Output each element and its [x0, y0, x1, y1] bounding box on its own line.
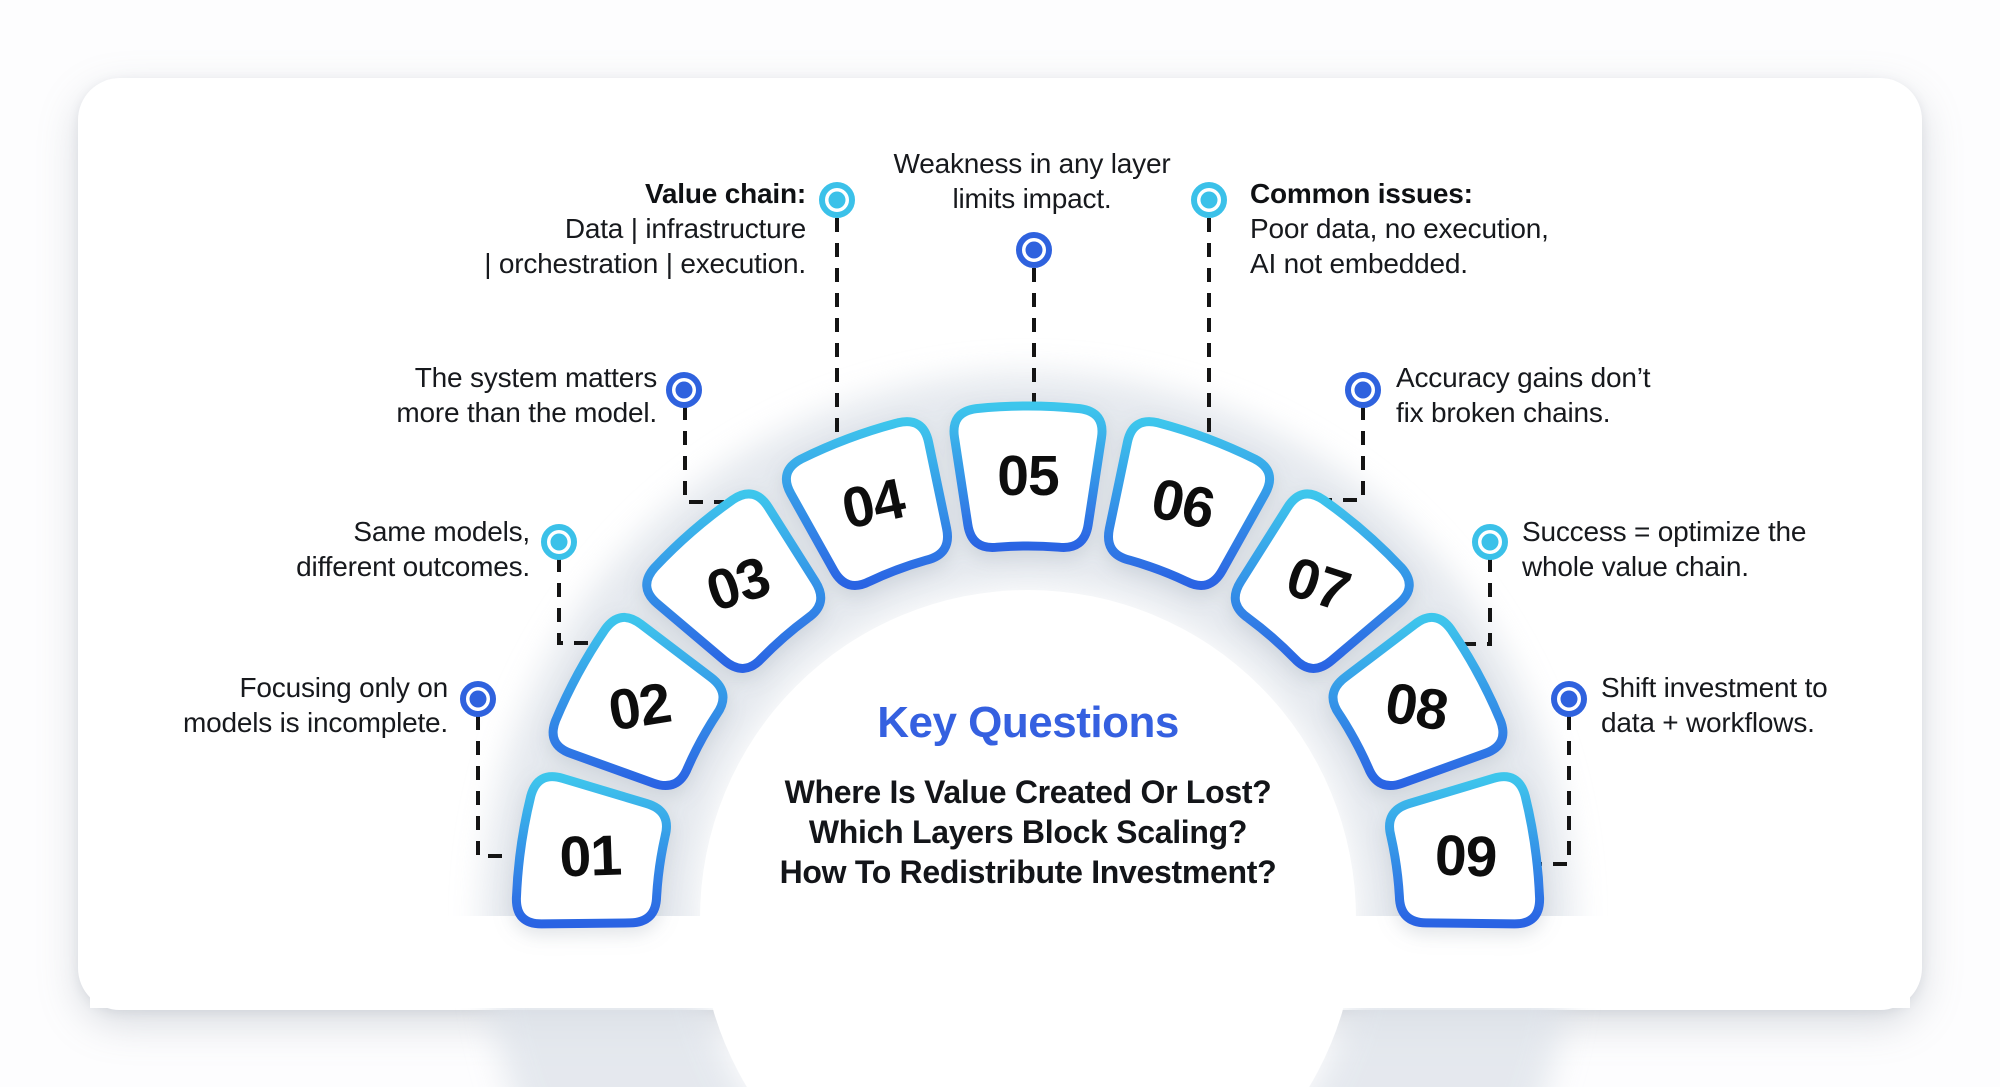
note-01-line2: models is incomplete. — [182, 707, 448, 738]
connector-08 — [1454, 558, 1492, 646]
note-05: Weakness in any layer limits impact. — [782, 146, 1282, 216]
step-number-02: 02 — [604, 671, 675, 744]
note-06-line2: AI not embedded. — [1250, 248, 1468, 279]
step-number-08: 08 — [1381, 671, 1452, 744]
note-09-line1: Shift investment to — [1601, 672, 1828, 703]
center-title: Key Questions — [877, 698, 1179, 747]
step-number-06: 06 — [1146, 466, 1219, 541]
center-question-2: Which Layers Block Scaling? — [808, 814, 1248, 850]
step-box-01 — [511, 772, 671, 929]
note-05-line2: limits impact. — [952, 183, 1112, 214]
note-02-line1: Same models, — [353, 516, 530, 547]
note-08-line2: whole value chain. — [1522, 551, 1749, 582]
step-number-09: 09 — [1434, 823, 1498, 889]
step-box-06 — [1104, 417, 1275, 590]
note-07-line2: fix broken chains. — [1396, 397, 1611, 428]
note-dot-03 — [666, 372, 702, 408]
note-07-line1: Accuracy gains don’t — [1396, 362, 1651, 393]
note-01-line1: Focusing only on — [239, 672, 449, 703]
note-09-line2: data + workflows. — [1601, 707, 1815, 738]
step-box-08 — [1328, 613, 1508, 791]
center-dome — [700, 590, 1356, 1087]
note-dots — [460, 182, 1587, 717]
note-dot-04 — [819, 182, 855, 218]
note-03: The system matters more than the model. — [396, 360, 657, 430]
center-question-3: How To Redistribute Investment? — [779, 854, 1277, 890]
note-05-line1: Weakness in any layer — [893, 148, 1171, 179]
note-06-bold: Common issues: — [1250, 178, 1473, 209]
note-04-line2: | orchestration | execution. — [484, 248, 806, 279]
note-09: Shift investment to data + workflows. — [1601, 670, 1828, 740]
connector-07 — [1318, 406, 1365, 502]
note-02-line2: different outcomes. — [296, 551, 530, 582]
note-04: Value chain: Data | infrastructure | orc… — [484, 176, 806, 281]
step-box-07 — [1230, 489, 1414, 673]
note-06-line1: Poor data, no execution, — [1250, 213, 1549, 244]
step-box-09 — [1385, 772, 1545, 929]
note-04-line1: Data | infrastructure — [564, 213, 806, 244]
center-question-1: Where Is Value Created Or Lost? — [784, 774, 1272, 810]
note-08-line1: Success = optimize the — [1522, 516, 1807, 547]
note-02: Same models, different outcomes. — [296, 514, 530, 584]
note-dot-08 — [1472, 524, 1508, 560]
center-panel: Key Questions Where Is Value Created Or … — [678, 698, 1378, 892]
step-box-03 — [642, 489, 826, 673]
note-dot-01 — [460, 681, 496, 717]
step-box-02 — [548, 613, 728, 791]
note-03-line1: The system matters — [414, 362, 657, 393]
step-number-04: 04 — [837, 466, 912, 542]
note-08: Success = optimize the whole value chain… — [1522, 514, 1806, 584]
note-06: Common issues: Poor data, no execution, … — [1250, 176, 1549, 281]
note-01: Focusing only on models is incomplete. — [183, 670, 448, 740]
note-dot-07 — [1345, 372, 1381, 408]
connector-01 — [476, 716, 513, 858]
step-number-05: 05 — [997, 444, 1059, 508]
note-dot-05 — [1016, 232, 1052, 268]
step-number-01: 01 — [559, 823, 623, 889]
note-dot-09 — [1551, 681, 1587, 717]
connector-03 — [683, 406, 724, 504]
note-dot-06 — [1191, 182, 1227, 218]
note-04-bold: Value chain: — [645, 178, 806, 209]
step-box-04 — [781, 417, 952, 590]
note-03-line2: more than the model. — [396, 397, 657, 428]
connector-lines — [476, 218, 1571, 866]
note-dot-02 — [541, 524, 577, 560]
step-box-05 — [949, 401, 1107, 553]
note-07: Accuracy gains don’t fix broken chains. — [1396, 360, 1651, 430]
connector-02 — [557, 558, 592, 645]
